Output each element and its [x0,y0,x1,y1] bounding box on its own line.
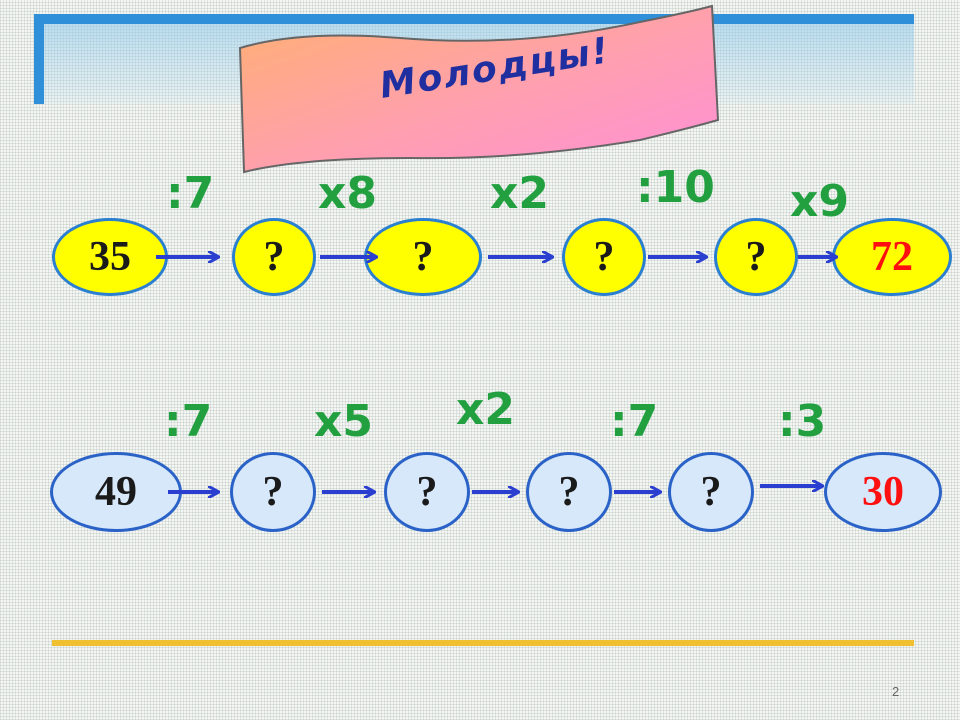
row2-unknown-node-4[interactable]: ? [668,452,754,532]
row1-op-2: x8 [318,168,377,219]
row1-op-3: x2 [490,168,549,219]
row1-unknown-node-3[interactable]: ? [562,218,646,296]
row2-unknown-node-3[interactable]: ? [526,452,612,532]
row2-op-4: :7 [610,396,659,447]
row1-unknown-node-1[interactable]: ? [232,218,316,296]
row2-op-5: :3 [778,396,827,447]
row1-start-node: 35 [52,218,168,296]
row2-unknown-node-2[interactable]: ? [384,452,470,532]
row1-op-4: :10 [636,162,715,213]
row2-op-2: x5 [314,396,373,447]
row1-end-node: 72 [832,218,952,296]
row1-unknown-node-4[interactable]: ? [714,218,798,296]
row1-op-5: x9 [790,176,849,227]
row2-unknown-node-1[interactable]: ? [230,452,316,532]
row2-op-3: x2 [456,384,515,435]
frame-left-bar [34,14,44,104]
row2-end-node: 30 [824,452,942,532]
gold-underline [52,640,914,646]
row1-op-1: :7 [166,168,215,219]
page-number: 2 [892,684,900,699]
row2-op-1: :7 [164,396,213,447]
row2-start-node: 49 [50,452,182,532]
